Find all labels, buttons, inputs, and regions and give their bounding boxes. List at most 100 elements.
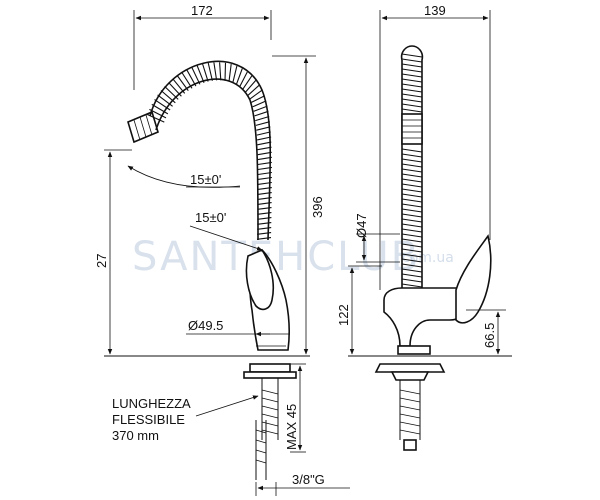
spout-head [127,110,159,144]
dim-27-label: 27 [94,254,109,268]
spring-coil [172,78,186,94]
spring-coil [401,168,423,173]
spring-coil [401,53,423,58]
spring-coil [256,131,271,136]
spring-coil [401,218,423,223]
spring-coil [232,65,238,83]
spring-coil [257,212,272,215]
dim-139-label: 139 [424,3,446,18]
spring-coil [164,86,179,100]
spring-coil [401,93,423,98]
spring-coil [401,278,423,283]
spring-coil [401,98,423,103]
spring-coil [401,198,423,203]
spring-coil [401,88,423,93]
spring-coil [401,153,423,158]
spring-coil [401,178,423,183]
note-line-1: LUNGHEZZA [112,396,191,411]
spring-coil [257,207,272,210]
spring-coil [401,248,423,253]
spring-coils-right [401,53,423,288]
spring-coil [401,68,423,73]
spring-coil [256,136,272,141]
spring-coil [401,158,423,163]
spring-coil [401,283,423,288]
spring-coil [224,62,227,81]
spring-coil [257,176,272,180]
spring-coil [251,95,265,103]
spring-coil [257,232,272,235]
spring-coil [401,163,423,168]
diameter-47-label: Ø47 [354,213,369,238]
spring-coil [160,90,176,104]
spring-coil [257,192,272,195]
spring-coil [157,94,173,107]
leader-line [189,225,263,251]
spring-coil [151,103,169,115]
spring-coil [252,100,267,108]
spring-coil [254,110,269,117]
faucet-body-left [245,248,291,351]
note-leader [195,395,259,417]
spring-coil [249,89,263,100]
spring-coil [257,141,272,146]
spring-coil [401,173,423,178]
spring-coil [213,62,218,81]
hose-outline [400,45,424,290]
spring-coil [257,197,272,200]
spring-coil [239,71,248,87]
spring-coil [147,113,165,123]
left-view: 172 396 27 15±0' 15±0' [94,3,350,496]
spring-coil [401,108,423,113]
spring-coil [401,203,423,208]
spring-coil [257,166,272,171]
max45-label: MAX 45 [284,404,299,450]
spring-coil [191,67,201,85]
spring-coil [401,73,423,78]
spring-coil [245,79,257,93]
mounting-kit-left [243,363,297,480]
spout-head-front [401,113,423,145]
dim-396-label: 396 [310,196,325,218]
spring-coil [242,75,253,90]
spring-coil [257,146,272,151]
spring-coil [257,171,272,176]
spring-coil [401,238,423,243]
dim-172-label: 172 [191,3,213,18]
spring-coil [256,237,272,240]
spring-coil [257,222,272,225]
spring-coil [401,228,423,233]
spring-coil [168,82,182,97]
spring-coil [401,253,423,258]
watermark: SANTEHCLUB com.ua [132,234,454,280]
dim-665-label: 66.5 [482,323,497,348]
spring-coil [253,105,268,112]
spring-coil [401,258,423,263]
angle-arc-upper [127,165,241,188]
spring-coil [247,84,260,96]
spring-coil [256,126,271,131]
spring-coil [401,223,423,228]
spring-coil [401,183,423,188]
mounting-kit-right [374,363,446,451]
spring-coil [401,243,423,248]
spring-coil [181,72,193,89]
spring-coil [202,63,209,82]
spring-coil [401,233,423,238]
spring-coil [257,217,272,220]
spring-coil [207,62,213,81]
spring-coil [196,65,205,84]
spring-coils-left [147,62,272,240]
right-view: 139 Ø47 122 66.5 [336,3,512,451]
spring-coil [176,75,189,92]
spring-coil [401,208,423,213]
watermark-suffix: com.ua [402,250,454,266]
spring-coil [219,62,222,81]
spring-coil [154,99,171,111]
spring-coil [149,108,167,119]
spring-coil [257,156,272,161]
note-line-3: 370 mm [112,428,159,443]
spring-coil [401,78,423,83]
spring-coil [401,103,423,108]
